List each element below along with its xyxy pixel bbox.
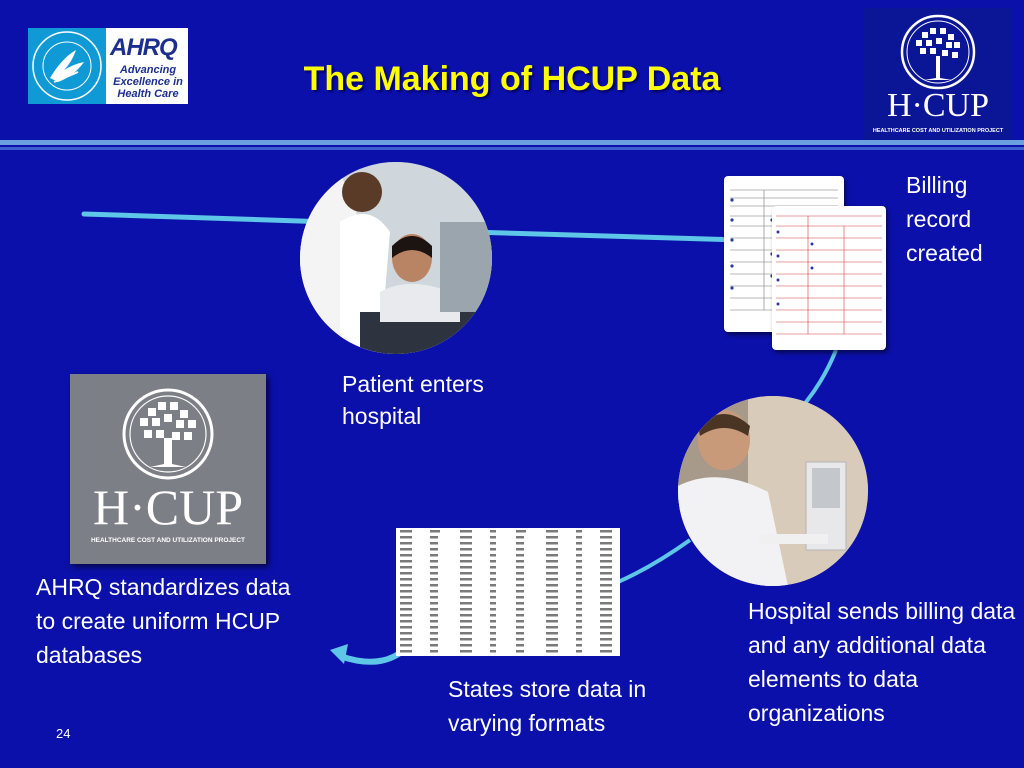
header-divider-secondary	[0, 147, 1024, 150]
ahrq-wordmark: AHRQ	[110, 34, 178, 61]
hcup-logo-large: H·CUP HEALTHCARE COST AND UTILIZATION PR…	[70, 374, 266, 564]
page-number: 24	[56, 726, 71, 741]
hcup-top-wordmark: H·CUP	[887, 87, 989, 124]
patient-photo	[300, 162, 492, 354]
hcup-large-subtitle: HEALTHCARE COST AND UTILIZATION PROJECT	[91, 537, 245, 544]
state-data-table-image	[396, 528, 620, 656]
hospital-sends-label: Hospital sends billing data and any addi…	[748, 598, 1016, 726]
ahrq-standardizes-label: AHRQ standardizes data to create uniform…	[36, 574, 291, 668]
states-store-label: States store data in varying formats	[448, 676, 647, 736]
hospital-staff-photo	[678, 396, 868, 586]
billing-forms-image	[724, 172, 890, 358]
billing-record-label: Billing record created	[906, 172, 983, 266]
slide-title: The Making of HCUP Data	[303, 60, 721, 98]
header-divider	[0, 140, 1024, 145]
hhs-seal-logo	[28, 28, 106, 104]
hcup-logo-top: H·CUP HEALTHCARE COST AND UTILIZATION PR…	[864, 8, 1012, 140]
billing-form-front	[772, 206, 886, 350]
ahrq-logo: AHRQ Advancing Excellence in Health Care	[106, 28, 188, 104]
patient-enters-label: Patient enters hospital	[342, 371, 484, 429]
hcup-top-subtitle: HEALTHCARE COST AND UTILIZATION PROJECT	[873, 128, 1004, 134]
hcup-large-wordmark: H·CUP	[93, 479, 243, 535]
ahrq-tagline: Advancing Excellence in Health Care	[113, 64, 183, 100]
